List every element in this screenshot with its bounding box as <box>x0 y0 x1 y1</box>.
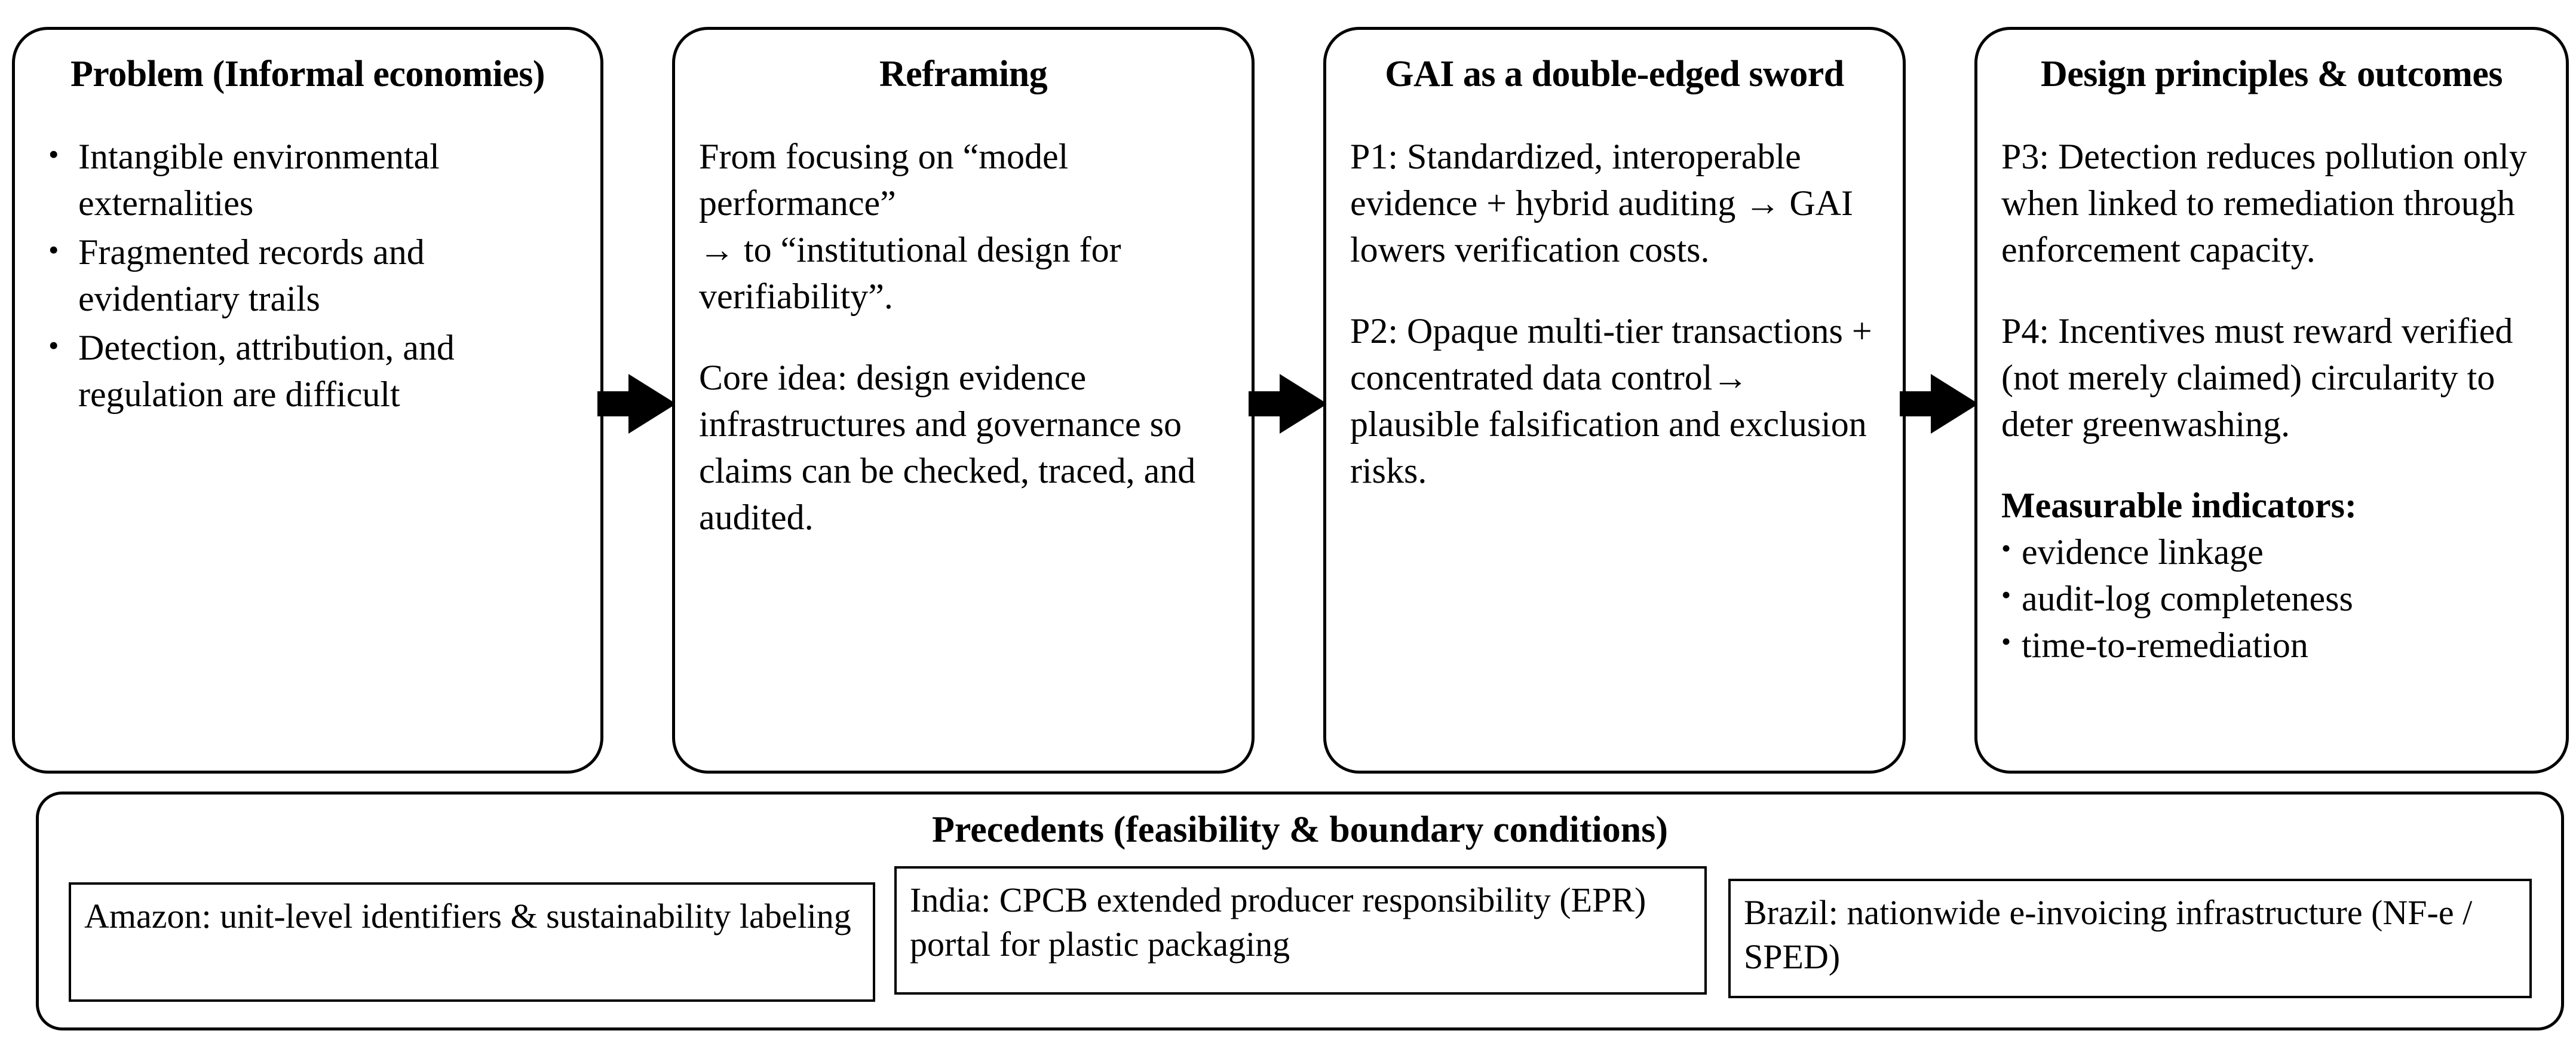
precedent-box-brazil: Brazil: nationwide e-invoicing infrastru… <box>1728 879 2532 998</box>
stage-title-design-principles: Design principles & outcomes <box>2040 54 2503 94</box>
precedent-box-amazon: Amazon: unit-level identifiers & sustain… <box>69 882 875 1002</box>
list-item: Intangible environmental externalities <box>39 133 576 226</box>
reframing-body: From focusing on “model performance” → t… <box>699 133 1228 541</box>
list-item: Fragmented records and evidentiary trail… <box>39 229 576 322</box>
paragraph: From focusing on “model performance” → t… <box>699 137 1121 317</box>
precedent-text: Amazon: unit-level identifiers & sustain… <box>84 897 851 935</box>
paragraph: P1: Standardized, interoperable evidence… <box>1350 137 1853 270</box>
arrow-problem-to-reframing <box>597 364 676 443</box>
stage-title-reframing: Reframing <box>879 54 1048 94</box>
list-item: audit-log completeness <box>2001 575 2542 622</box>
precedent-text: Brazil: nationwide e-invoicing infrastru… <box>1744 893 2473 977</box>
stage-title-gai: GAI as a double-edged sword <box>1385 54 1844 94</box>
problem-bullet-list: Intangible environmental externalities F… <box>39 133 576 418</box>
measurable-indicators-heading: Measurable indicators: <box>2001 486 2357 526</box>
stage-title-problem: Problem (Informal economies) <box>70 54 545 94</box>
precedent-box-india: India: CPCB extended producer responsibi… <box>894 866 1707 995</box>
list-item: time-to-remediation <box>2001 622 2542 668</box>
measurable-indicators-list: evidence linkage audit-log completeness … <box>2001 529 2542 668</box>
stage-box-design-principles: Design principles & outcomes P3: Detecti… <box>1974 27 2569 774</box>
precedents-title: Precedents (feasibility & boundary condi… <box>932 809 1668 850</box>
stage-box-reframing: Reframing From focusing on “model perfor… <box>672 27 1255 774</box>
design-principles-body: P3: Detection reduces pollution only whe… <box>2001 133 2542 668</box>
precedents-panel: Precedents (feasibility & boundary condi… <box>36 792 2564 1030</box>
arrow-reframing-to-gai <box>1249 364 1327 443</box>
precedent-text: India: CPCB extended producer responsibi… <box>910 881 1646 964</box>
gai-body: P1: Standardized, interoperable evidence… <box>1350 133 1879 494</box>
stage-box-problem: Problem (Informal economies) Intangible … <box>12 27 603 774</box>
list-item: Detection, attribution, and regulation a… <box>39 324 576 418</box>
list-item: evidence linkage <box>2001 529 2542 575</box>
paragraph: P3: Detection reduces pollution only whe… <box>2001 137 2527 270</box>
paragraph: P4: Incentives must reward verified (not… <box>2001 311 2513 444</box>
paragraph: P2: Opaque multi-tier transactions + con… <box>1350 311 1872 491</box>
arrow-gai-to-design <box>1900 364 1979 443</box>
stage-box-gai: GAI as a double-edged sword P1: Standard… <box>1323 27 1906 774</box>
paragraph: Core idea: design evidence infrastructur… <box>699 358 1196 538</box>
